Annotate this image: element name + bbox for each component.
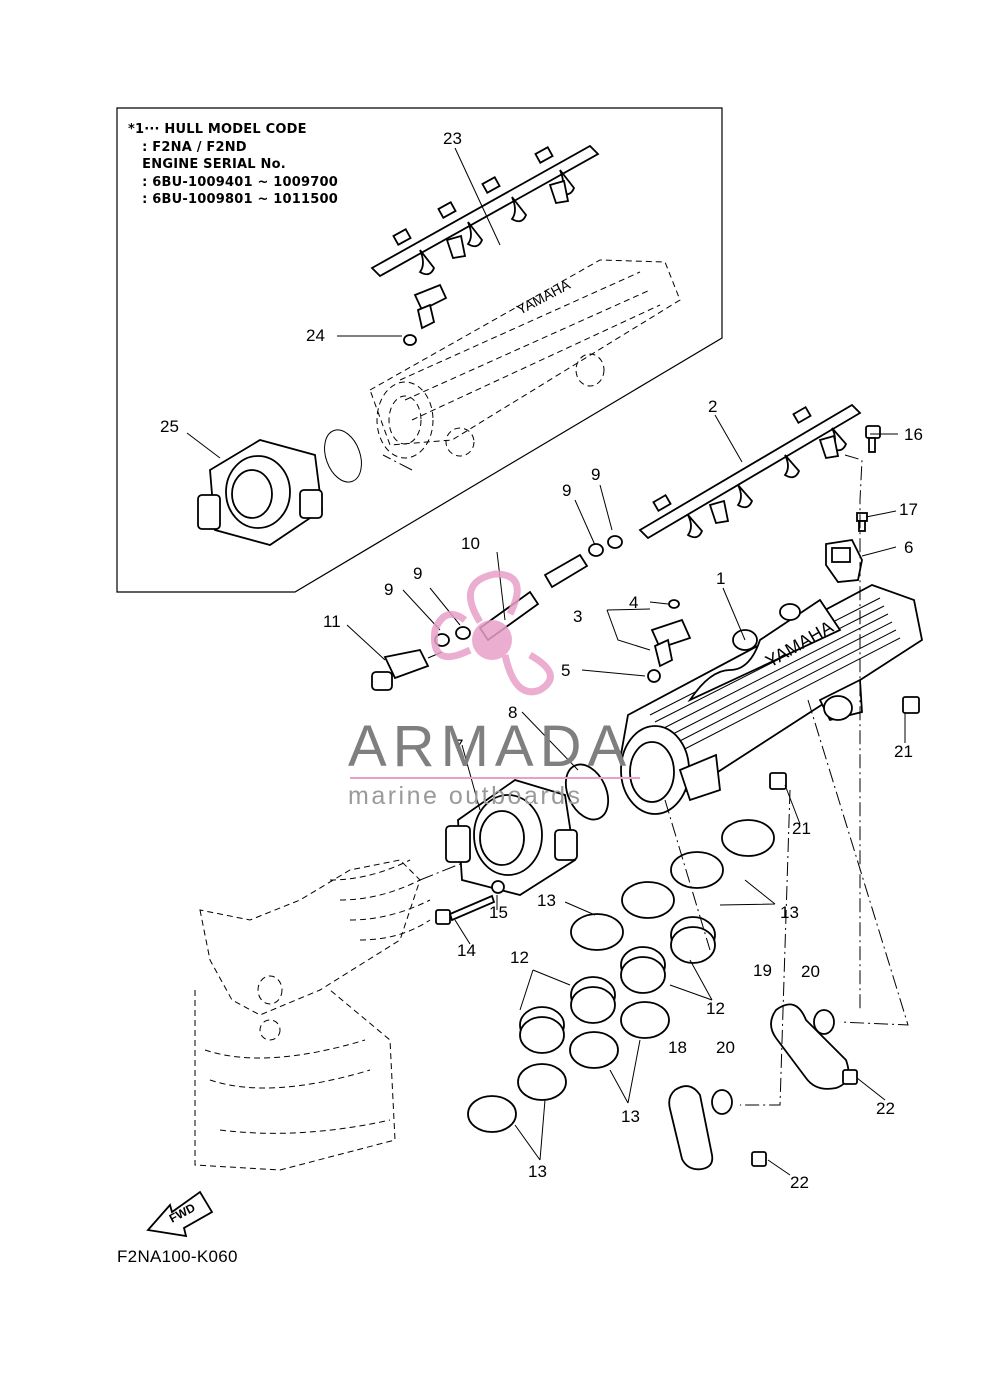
- bolt-17: [856, 512, 868, 532]
- sensor-6: [825, 539, 863, 583]
- callout-13-b: 13: [780, 903, 799, 922]
- callout-12-a: 12: [510, 948, 529, 967]
- callout-numbers: 23 24 25 2 16 17 6 9 9 1 10 9 9 4 3 11 5…: [160, 129, 923, 1192]
- intake-cover-inset: YAMAHA: [369, 259, 681, 459]
- inset-note-line-4: : 6BU-1009401 ~ 1009700: [128, 174, 338, 190]
- callout-9-c: 9: [562, 481, 571, 500]
- inset-note-line-2: : F2NA / F2ND: [128, 139, 247, 155]
- callout-22-a: 22: [876, 1099, 895, 1118]
- callout-12-b: 12: [706, 999, 725, 1018]
- callout-2: 2: [708, 397, 717, 416]
- intake-cover-1: YAMAHA: [619, 584, 924, 815]
- callout-20-a: 20: [801, 962, 820, 981]
- inset-note-line-5: : 6BU-1009801 ~ 1011500: [128, 192, 338, 208]
- callout-18: 18: [668, 1038, 687, 1057]
- callout-4: 4: [629, 593, 638, 612]
- callout-13-c: 13: [621, 1107, 640, 1126]
- callout-15: 15: [489, 903, 508, 922]
- callout-11: 11: [323, 612, 341, 631]
- callout-24: 24: [306, 326, 325, 345]
- fuel-rail-inset: [370, 144, 600, 278]
- callout-20-b: 20: [716, 1038, 735, 1057]
- fwd-arrow-icon: FWD: [146, 1190, 214, 1238]
- callout-21-b: 21: [792, 819, 811, 838]
- hose-clamps-13: [467, 819, 775, 1133]
- cover-brand-inset: YAMAHA: [514, 276, 573, 318]
- bolt-14: [435, 880, 505, 925]
- bracket-18: [668, 1085, 767, 1171]
- watermark-subtitle: marine outboards: [348, 782, 583, 810]
- callout-17: 17: [899, 500, 918, 519]
- callout-5: 5: [561, 661, 570, 680]
- callout-10: 10: [461, 534, 480, 553]
- bracket-19: [770, 1003, 858, 1090]
- callout-13-a: 13: [537, 891, 556, 910]
- callout-6: 6: [904, 538, 913, 557]
- joints-12: [519, 916, 716, 1054]
- callout-23: 23: [443, 129, 462, 148]
- bolt-16: [865, 425, 881, 453]
- callout-16: 16: [904, 425, 923, 444]
- injector-inset: [403, 283, 448, 346]
- inset-note: *1··· HULL MODEL CODE : F2NA / F2ND ENGI…: [128, 121, 338, 209]
- throttle-body-inset: [197, 439, 323, 546]
- sensor-11: [371, 648, 443, 691]
- inset-frame: [116, 107, 723, 593]
- callout-9-b: 9: [413, 564, 422, 583]
- callout-8: 8: [508, 703, 517, 722]
- callout-9-d: 9: [591, 465, 600, 484]
- callout-21-a: 21: [894, 742, 913, 761]
- callout-1: 1: [716, 569, 725, 588]
- callout-13-d: 13: [528, 1162, 547, 1181]
- inset-note-line-1: *1··· HULL MODEL CODE: [128, 122, 307, 137]
- inset-note-line-3: ENGINE SERIAL No.: [128, 157, 286, 173]
- injector-3: [647, 599, 692, 683]
- drawing-code: F2NA100-K060: [117, 1247, 238, 1266]
- callout-9-a: 9: [384, 580, 393, 599]
- fuel-rail-main: [638, 403, 862, 540]
- oring-inset: [324, 429, 362, 483]
- callout-19: 19: [753, 961, 772, 980]
- air-intake-duct: [194, 859, 431, 1171]
- watermark-title: ARMADA: [348, 714, 633, 779]
- callout-25: 25: [160, 417, 179, 436]
- throttle-body-7: [445, 779, 578, 896]
- bolts-21: [769, 696, 920, 790]
- callout-22-b: 22: [790, 1173, 809, 1192]
- leader-lines: [186, 147, 909, 1176]
- propeller-logo-icon: [430, 570, 554, 696]
- callout-3: 3: [573, 607, 582, 626]
- callout-14: 14: [457, 941, 476, 960]
- callout-7: 7: [454, 736, 463, 755]
